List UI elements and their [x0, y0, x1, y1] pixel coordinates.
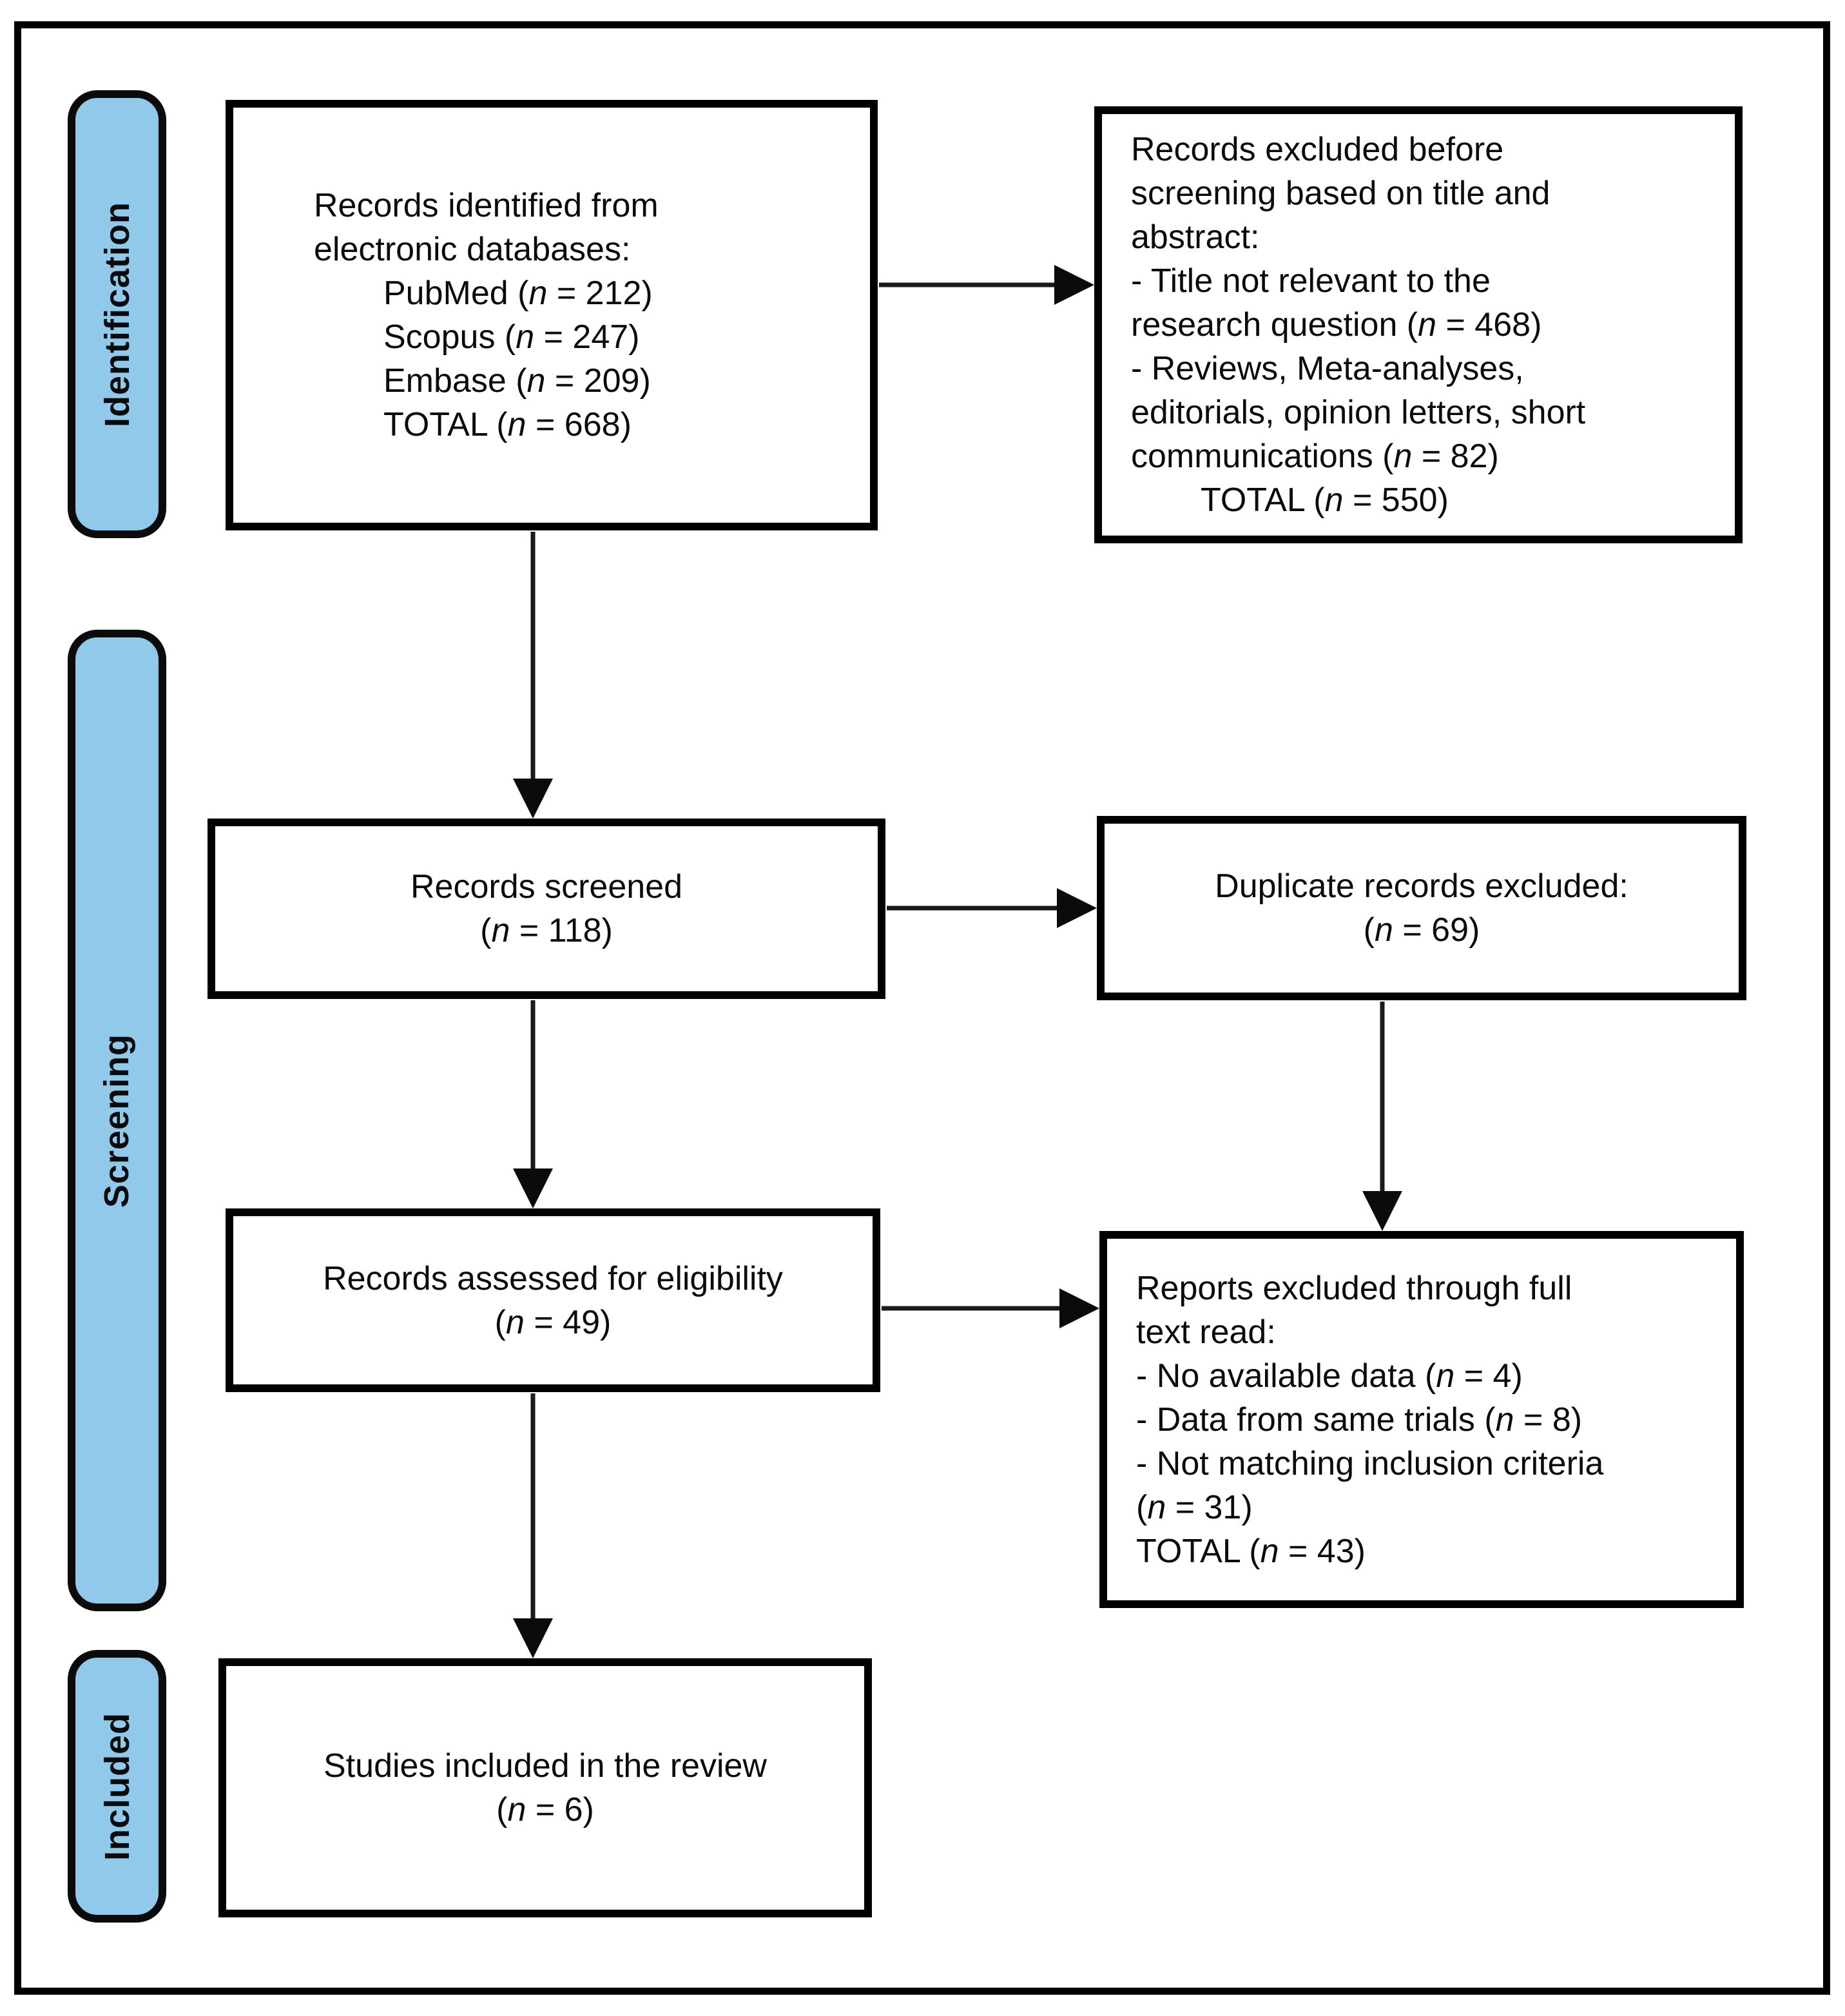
- box-line: communications (n = 82): [1131, 438, 1499, 475]
- box-duplicate-records-excluded: Duplicate records excluded: (n = 69): [1097, 816, 1746, 1000]
- box-reports-excluded-fulltext: Reports excluded through full text read: -…: [1099, 1231, 1744, 1608]
- stage-label-screening: Screening: [97, 1033, 137, 1208]
- stage-bar-included: Included: [68, 1650, 166, 1923]
- box-records-assessed-eligibility: Records assessed for eligibility (n = 49): [226, 1208, 880, 1392]
- box-records-screened: Records screened (n = 118): [208, 819, 885, 999]
- box-line: (n = 118): [480, 912, 613, 949]
- box-line: Embase (n = 209): [383, 362, 651, 400]
- box-records-excluded-before-screening: Records excluded before screening based o…: [1094, 106, 1743, 543]
- box-line: (n = 69): [1363, 911, 1480, 949]
- stage-bar-identification: Identification: [68, 90, 166, 538]
- box-line: - No available data (n = 4): [1136, 1357, 1523, 1395]
- box-line: Records assessed for eligibility: [323, 1259, 783, 1297]
- box-line: TOTAL (n = 550): [1201, 481, 1449, 519]
- box-line: electronic databases:: [314, 231, 631, 268]
- stage-label-identification: Identification: [97, 201, 137, 427]
- box-line: abstract:: [1131, 218, 1260, 256]
- box-line: - Reviews, Meta-analyses,: [1131, 350, 1524, 387]
- box-studies-included: Studies included in the review (n = 6): [218, 1658, 872, 1917]
- box-line: research question (n = 468): [1131, 306, 1542, 344]
- box-line: (n = 49): [494, 1303, 612, 1341]
- box-line: - Title not relevant to the: [1131, 262, 1491, 300]
- box-line: Reports excluded through full: [1136, 1269, 1572, 1307]
- box-line: TOTAL (n = 668): [383, 406, 632, 443]
- box-line: text read:: [1136, 1313, 1276, 1351]
- stage-label-included: Included: [97, 1712, 137, 1861]
- box-records-identified: Records identified from electronic databa…: [226, 100, 878, 530]
- box-line: (n = 6): [496, 1791, 594, 1828]
- box-line: TOTAL (n = 43): [1136, 1532, 1366, 1570]
- box-line: (n = 31): [1136, 1488, 1253, 1526]
- box-line: - Not matching inclusion criteria: [1136, 1444, 1604, 1482]
- box-line: screening based on title and: [1131, 175, 1550, 212]
- box-line: Records excluded before: [1131, 131, 1504, 168]
- box-line: - Data from same trials (n = 8): [1136, 1401, 1583, 1439]
- stage-bar-screening: Screening: [68, 630, 166, 1611]
- box-line: Scopus (n = 247): [383, 318, 640, 356]
- box-line: editorials, opinion letters, short: [1131, 394, 1586, 431]
- box-line: PubMed (n = 212): [383, 275, 653, 312]
- box-line: Records identified from: [314, 187, 659, 224]
- box-line: Duplicate records excluded:: [1215, 867, 1628, 905]
- box-line: Studies included in the review: [324, 1747, 767, 1785]
- box-line: Records screened: [411, 868, 682, 906]
